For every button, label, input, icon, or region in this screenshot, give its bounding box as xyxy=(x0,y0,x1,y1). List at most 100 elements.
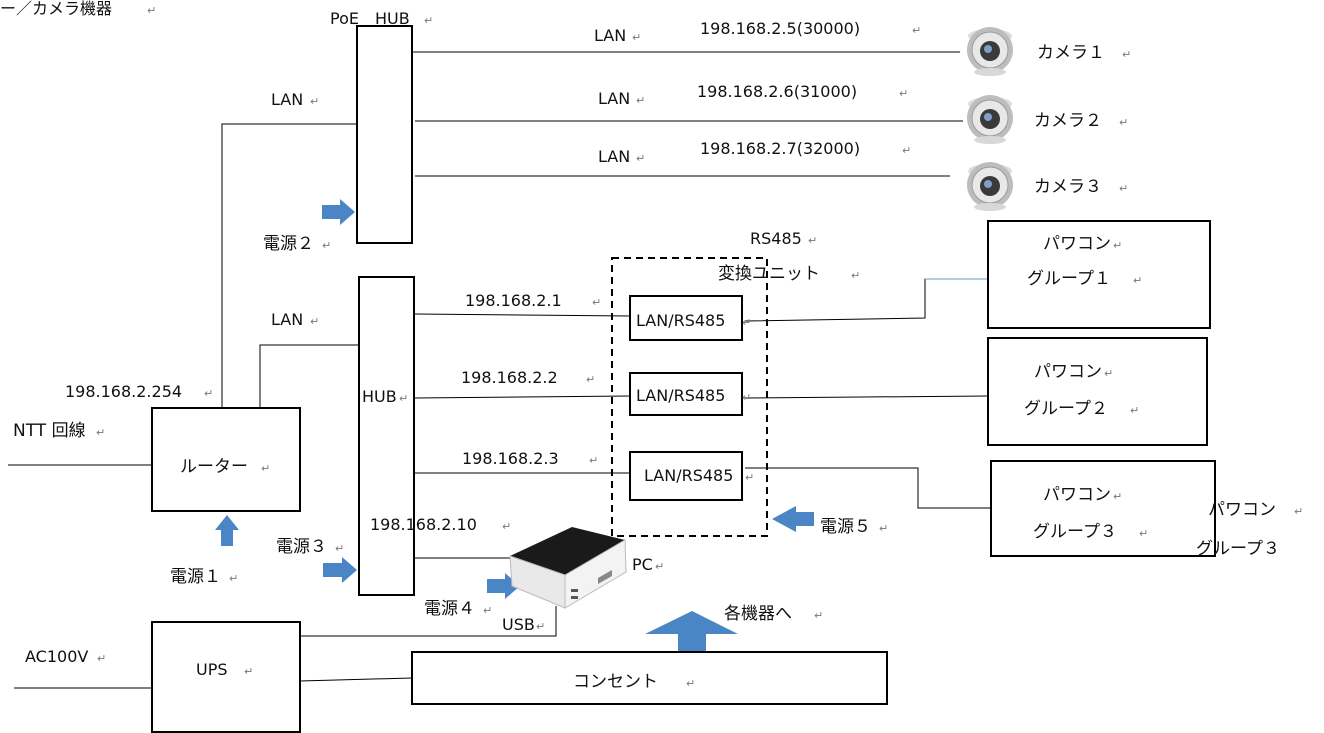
rs485-subtitle: 変換ユニット xyxy=(718,264,820,284)
return-marks: ↵ ↵ ↵ ↵ ↵ ↵ ↵ ↵ ↵ ↵ ↵ ↵ ↵ ↵ ↵ ↵ ↵ ↵ ↵ ↵ … xyxy=(96,4,1303,690)
hub-box xyxy=(358,276,415,596)
power-arrow-1 xyxy=(215,515,239,546)
svg-text:↵: ↵ xyxy=(808,234,817,247)
svg-text:↵: ↵ xyxy=(742,316,751,329)
converter-box-1 xyxy=(629,295,743,341)
converter-box-2 xyxy=(629,372,743,416)
svg-text:↵: ↵ xyxy=(244,665,253,678)
power-label-5: 電源５ xyxy=(820,517,871,537)
camera-icon-2 xyxy=(967,95,1013,144)
stray-label-line2: グループ３ xyxy=(1196,539,1280,559)
pcs-group-3-line2: グループ３ xyxy=(1033,522,1117,542)
svg-text:↵: ↵ xyxy=(899,87,908,100)
outlet-label: コンセント xyxy=(573,672,658,692)
lan-label-3: LAN xyxy=(598,147,630,166)
power-label-1: 電源１ xyxy=(170,567,221,587)
svg-text:↵: ↵ xyxy=(686,677,695,690)
converter-ip-2: 198.168.2.2 xyxy=(461,368,558,387)
svg-text:↵: ↵ xyxy=(1119,182,1128,195)
lan-label-4: LAN xyxy=(271,90,303,109)
rs485-unit-box xyxy=(611,257,768,537)
ups-label: UPS xyxy=(196,660,228,679)
power-arrows xyxy=(215,199,814,651)
converter-label-2: LAN/RS485 xyxy=(636,386,725,405)
usb-label: USB xyxy=(502,615,535,634)
svg-text:↵: ↵ xyxy=(1122,48,1131,61)
svg-text:↵: ↵ xyxy=(229,572,238,585)
camera-ip-2: 198.168.2.6(31000) xyxy=(697,82,857,101)
router-label: ルーター xyxy=(180,457,248,477)
router-box xyxy=(151,407,301,512)
svg-text:↵: ↵ xyxy=(636,94,645,107)
svg-text:↵: ↵ xyxy=(1113,490,1122,503)
poe-hub-box xyxy=(356,25,413,244)
svg-text:↵: ↵ xyxy=(97,652,106,665)
svg-text:↵: ↵ xyxy=(1139,527,1148,540)
pcs-group-3-line1: パワコン xyxy=(1043,485,1111,505)
outlet-arrow xyxy=(645,611,738,651)
camera-name-2: カメラ２ xyxy=(1034,111,1102,131)
lan-label-5: LAN xyxy=(271,310,303,329)
header-fragment: ー／カメラ機器 xyxy=(0,0,112,18)
svg-text:↵: ↵ xyxy=(851,269,860,282)
pc-icon xyxy=(509,527,627,609)
camera-ip-3: 198.168.2.7(32000) xyxy=(700,139,860,158)
svg-text:↵: ↵ xyxy=(310,95,319,108)
svg-text:↵: ↵ xyxy=(879,522,888,535)
svg-text:↵: ↵ xyxy=(147,4,156,17)
svg-text:↵: ↵ xyxy=(399,392,408,405)
svg-text:↵: ↵ xyxy=(1104,367,1113,380)
svg-text:↵: ↵ xyxy=(655,560,664,573)
camera-ip-1: 198.168.2.5(30000) xyxy=(700,19,860,38)
camera-name-1: カメラ１ xyxy=(1037,43,1105,63)
svg-text:↵: ↵ xyxy=(589,454,598,467)
pcs-group-box-3 xyxy=(990,460,1216,557)
svg-text:↵: ↵ xyxy=(814,609,823,622)
svg-text:↵: ↵ xyxy=(912,24,921,37)
svg-text:↵: ↵ xyxy=(636,152,645,165)
svg-text:↵: ↵ xyxy=(742,391,751,404)
svg-text:↵: ↵ xyxy=(902,144,911,157)
svg-text:↵: ↵ xyxy=(1119,116,1128,129)
camera-icon-1 xyxy=(967,27,1013,76)
svg-text:↵: ↵ xyxy=(310,315,319,328)
pcs-group-1-line2: グループ１ xyxy=(1027,269,1111,289)
svg-text:↵: ↵ xyxy=(586,373,595,386)
converter-ip-3: 198.168.2.3 xyxy=(462,449,559,468)
power-label-2: 電源２ xyxy=(263,234,314,254)
ac100v-label: AC100V xyxy=(25,647,88,666)
stray-label-line1: パワコン xyxy=(1208,500,1276,520)
svg-text:↵: ↵ xyxy=(1130,404,1139,417)
converter-label-1: LAN/RS485 xyxy=(636,311,725,330)
pc-label: PC xyxy=(632,555,653,574)
router-ip: 198.168.2.254 xyxy=(65,382,182,401)
svg-text:↵: ↵ xyxy=(592,296,601,309)
pcs-group-2-line2: グループ２ xyxy=(1024,399,1108,419)
svg-text:↵: ↵ xyxy=(1133,274,1142,287)
svg-text:↵: ↵ xyxy=(1294,505,1303,518)
ups-box xyxy=(151,621,301,733)
pcs-group-2-line1: パワコン xyxy=(1034,362,1102,382)
ntt-line-label: NTT 回線 xyxy=(13,421,86,441)
svg-text:↵: ↵ xyxy=(536,620,545,633)
converter-label-3: LAN/RS485 xyxy=(644,466,733,485)
pc-ip: 198.168.2.10 xyxy=(370,515,477,534)
svg-text:↵: ↵ xyxy=(424,14,433,27)
rs485-title: RS485 xyxy=(750,229,802,248)
power-arrow-5 xyxy=(772,506,814,532)
svg-text:↵: ↵ xyxy=(483,604,492,617)
to-devices-label: 各機器へ xyxy=(724,604,792,624)
camera-name-3: カメラ３ xyxy=(1034,177,1102,197)
converter-box-3 xyxy=(629,451,743,501)
svg-text:↵: ↵ xyxy=(335,542,344,555)
pcs-group-box-1 xyxy=(987,220,1211,329)
outlet-box xyxy=(411,651,888,705)
svg-text:↵: ↵ xyxy=(322,239,331,252)
svg-text:↵: ↵ xyxy=(502,520,511,533)
lan-label-1: LAN xyxy=(594,26,626,45)
poe-hub-label: PoE HUB xyxy=(330,9,410,28)
pcs-group-1-line1: パワコン xyxy=(1043,234,1111,254)
svg-text:↵: ↵ xyxy=(632,31,641,44)
svg-text:↵: ↵ xyxy=(261,462,270,475)
